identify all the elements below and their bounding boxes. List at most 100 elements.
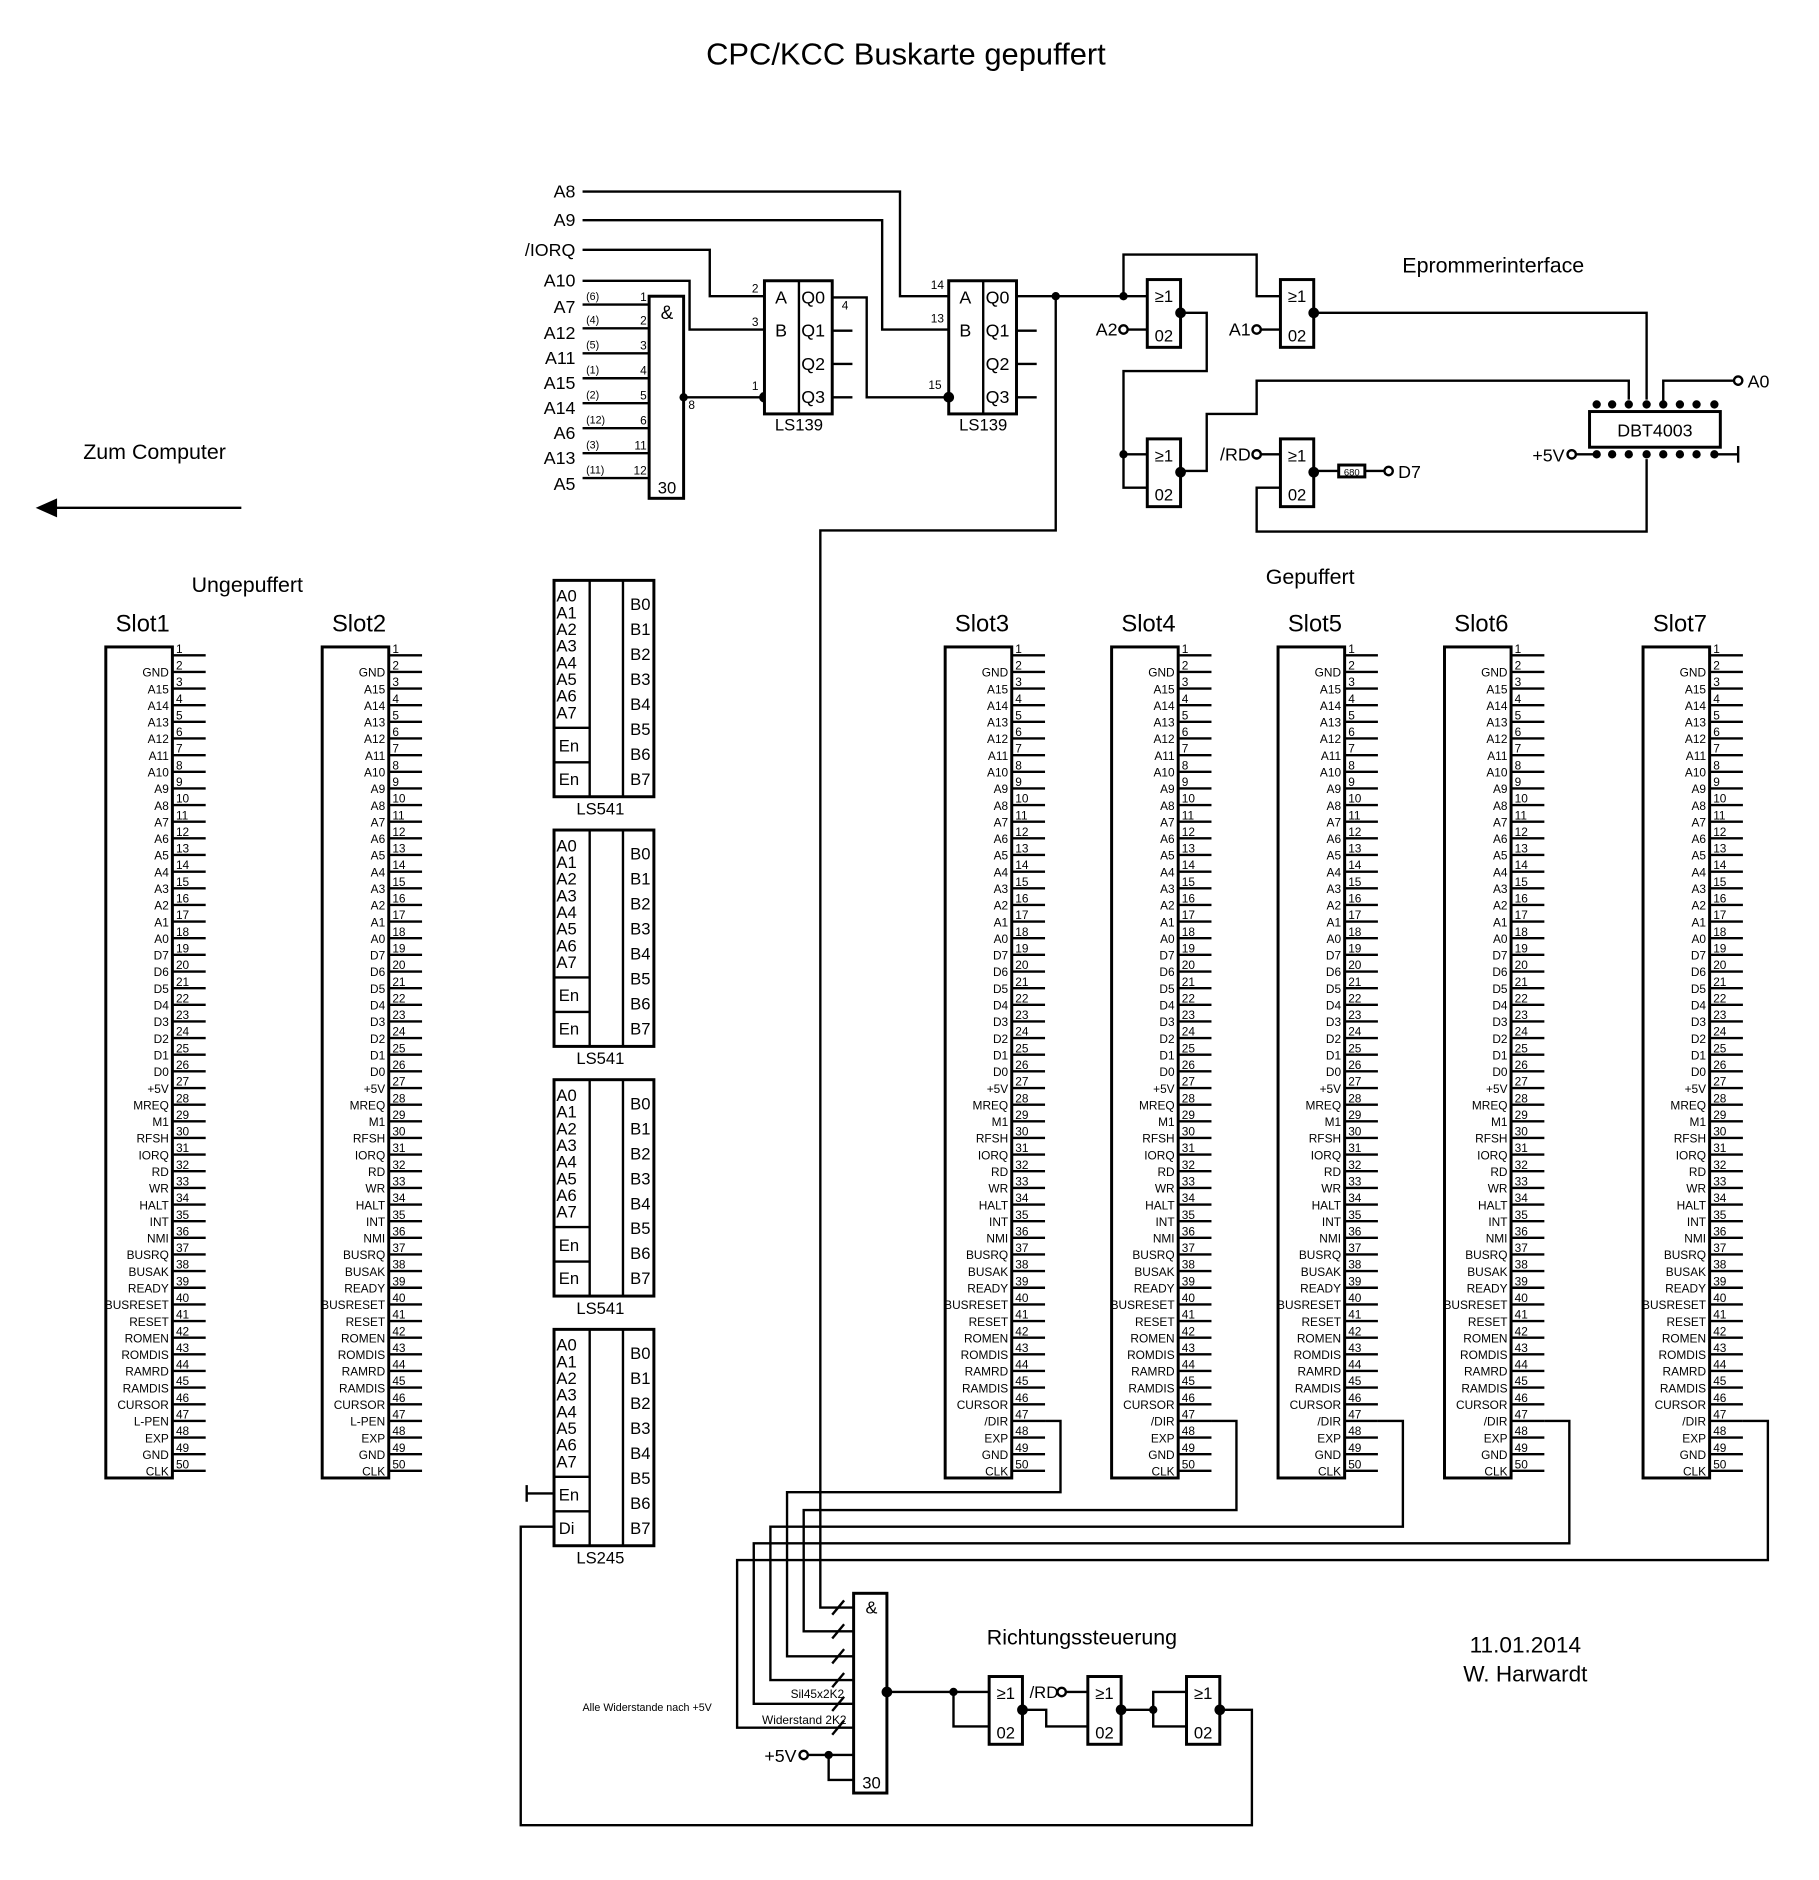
pin-label: EXP xyxy=(1151,1431,1175,1445)
pin-number: 36 xyxy=(1015,1224,1029,1238)
pin-label: A2 xyxy=(1692,899,1707,913)
pin-number: 48 xyxy=(1182,1424,1196,1438)
pin-label: GND xyxy=(142,1448,168,1462)
pin-number: 45 xyxy=(1182,1374,1196,1388)
signal-label: A8 xyxy=(554,182,576,202)
pin-label: A10 xyxy=(148,766,170,780)
pin-number: 47 xyxy=(1515,1408,1528,1422)
pin-number: 18 xyxy=(1015,925,1029,939)
gate-symbol: ≥1 xyxy=(1155,287,1173,306)
chip-label: LS139 xyxy=(959,416,1007,435)
pin-number: 41 xyxy=(1713,1308,1727,1322)
pin-number: 37 xyxy=(1713,1241,1726,1255)
pin-label: RFSH xyxy=(976,1132,1008,1146)
pin-number: 12 xyxy=(176,825,189,839)
author-label: W. Harwardt xyxy=(1463,1661,1588,1686)
pin-label: D5 xyxy=(1326,982,1342,996)
pin-number: 42 xyxy=(1182,1324,1195,1338)
a-pin-label: A5 xyxy=(556,1169,576,1188)
pin-number: 39 xyxy=(176,1274,190,1288)
pin-number: 45 xyxy=(1515,1374,1529,1388)
pin-label: D2 xyxy=(154,1032,169,1046)
pin-number: 8 xyxy=(1515,758,1522,772)
pin-number: 6 xyxy=(640,414,647,428)
pin-label: /DIR xyxy=(1317,1415,1341,1429)
pin-number: 2 xyxy=(752,282,759,296)
pin-label: IORQ xyxy=(138,1148,168,1162)
enable-label: En xyxy=(559,1486,579,1505)
pin-label: IORQ xyxy=(1311,1148,1341,1162)
pin-number: 8 xyxy=(1348,758,1355,772)
pin-number: 37 xyxy=(1348,1241,1361,1255)
pin-label: RAMRD xyxy=(1131,1365,1175,1379)
pin-label: NMI xyxy=(363,1232,385,1246)
pin-label: HALT xyxy=(979,1198,1008,1212)
pin-label: EXP xyxy=(1682,1431,1706,1445)
pin-number: 35 xyxy=(1182,1208,1196,1222)
wire xyxy=(582,248,765,298)
vcc-terminal xyxy=(798,1749,810,1761)
pin-label: HALT xyxy=(356,1198,385,1212)
b-pin-label: B3 xyxy=(630,1419,650,1438)
pin-number: 41 xyxy=(1515,1308,1529,1322)
a-pin-label: A6 xyxy=(556,687,576,706)
b-pin-label: B0 xyxy=(630,1094,650,1113)
pin-label: A14 xyxy=(148,699,170,713)
wire xyxy=(1255,459,1648,533)
pin-label: D1 xyxy=(993,1048,1009,1062)
pin-number: 7 xyxy=(1182,742,1189,756)
pin-number: 39 xyxy=(392,1274,406,1288)
pin-number: 10 xyxy=(392,792,406,806)
pin-label: A2 xyxy=(1493,899,1508,913)
pin-number: 26 xyxy=(392,1058,406,1072)
pin-label: ROMEN xyxy=(1463,1331,1507,1345)
pin-label: RFSH xyxy=(353,1132,385,1146)
b-pin-label: B4 xyxy=(630,1194,650,1213)
pin-number: 20 xyxy=(176,958,190,972)
pin-number: 9 xyxy=(1713,775,1720,789)
pin-number: 49 xyxy=(176,1441,190,1455)
pin-label: ROMDIS xyxy=(1294,1348,1342,1362)
pin-label: A4 xyxy=(994,865,1009,879)
gate-code: 02 xyxy=(1194,1723,1213,1742)
pin-label: A3 xyxy=(154,882,169,896)
pin-label: D6 xyxy=(1691,965,1707,979)
junction-dot xyxy=(679,393,688,402)
gate-or-2 xyxy=(1278,278,1316,349)
pin-label: D0 xyxy=(1691,1065,1707,1079)
resistor-slash xyxy=(831,1695,846,1712)
resistor-slash xyxy=(831,1623,846,1640)
pin-number: 38 xyxy=(1348,1258,1362,1272)
pin-label: D4 xyxy=(1691,999,1707,1013)
pin-number: 28 xyxy=(1182,1091,1196,1105)
pin-label: A1 xyxy=(154,915,169,929)
d7-terminal xyxy=(1383,465,1394,477)
page-title: CPC/KCC Buskarte gepuffert xyxy=(706,36,1106,71)
chip-label: DBT4003 xyxy=(1617,421,1692,441)
pin-number: 30 xyxy=(1348,1125,1362,1139)
pin-number: 42 xyxy=(176,1324,189,1338)
a-pin-label: A5 xyxy=(556,670,576,689)
pin-number: 18 xyxy=(176,925,190,939)
signal-label: A14 xyxy=(544,398,576,418)
pin-number: 15 xyxy=(176,875,190,889)
pin-number: 18 xyxy=(392,925,406,939)
pin-number: 50 xyxy=(1348,1457,1362,1471)
pin-label: M1 xyxy=(1325,1115,1342,1129)
pin-label: A9 xyxy=(994,782,1009,796)
pin-label: ROMEN xyxy=(964,1331,1008,1345)
pin-dot xyxy=(1675,450,1685,459)
pin-label: A5 xyxy=(154,849,169,863)
pin-dot xyxy=(1592,400,1601,409)
pin-number: 29 xyxy=(1515,1108,1529,1122)
slot-title: Slot2 xyxy=(332,610,386,637)
b-pin-label: B6 xyxy=(630,995,650,1014)
pin-label: BUSAK xyxy=(1301,1265,1341,1279)
pin-number: 40 xyxy=(1713,1291,1727,1305)
pin-label: GND xyxy=(1481,666,1507,680)
pin-label: A7 xyxy=(994,815,1009,829)
pin-number: 10 xyxy=(1348,792,1362,806)
pin-label: HALT xyxy=(1478,1198,1507,1212)
gate-symbol: ≥1 xyxy=(1194,1684,1212,1703)
pin-number: 5 xyxy=(1015,708,1022,722)
